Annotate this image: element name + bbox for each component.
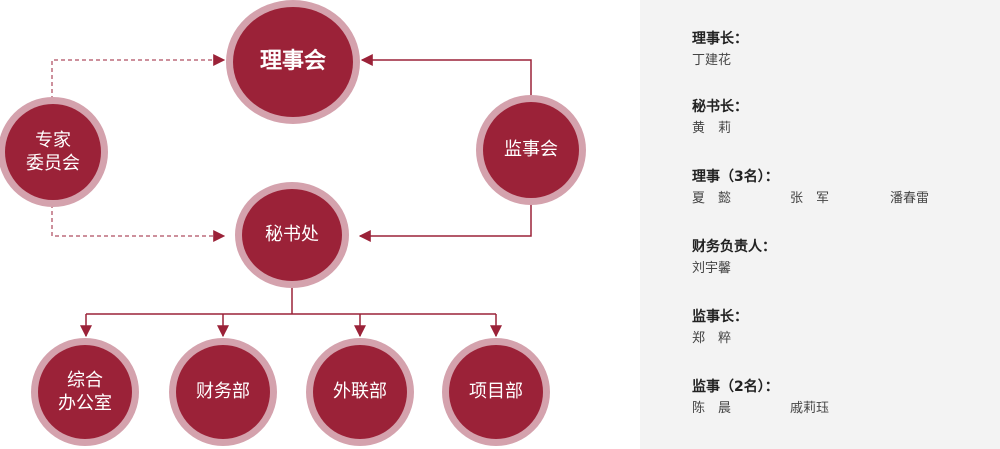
roster-group-chairman: 理事长： 丁建花: [692, 30, 748, 72]
node-liaison-department[interactable]: 外联部: [313, 345, 407, 439]
roster-title: 监事（2名）：: [692, 379, 779, 395]
node-expert-committee[interactable]: 专家 委员会: [5, 104, 101, 200]
roster-name: 戚莉珏: [790, 401, 830, 416]
roster-title: 理事（3名）：: [692, 169, 779, 185]
roster-group-directors: 理事（3名）： 夏 懿 张 军 潘春雷: [692, 168, 929, 210]
node-finance-department-label: 财务部: [196, 381, 250, 403]
roster-name: 夏 懿: [692, 191, 732, 206]
roster-panel: 理事长： 丁建花 秘书长： 黄 莉 理事（3名）： 夏 懿 张 军 潘春雷 财务…: [640, 0, 1000, 449]
node-secretariat-label: 秘书处: [265, 224, 319, 246]
node-board-of-supervisors[interactable]: 监事会: [483, 102, 579, 198]
node-finance-department[interactable]: 财务部: [176, 345, 270, 439]
roster-names: 丁建花: [692, 52, 748, 72]
org-chart-connectors: [51, 54, 532, 338]
roster-title: 监事长：: [692, 309, 748, 325]
roster-group-chief-supervisor: 监事长： 郑 粹: [692, 308, 748, 350]
roster-title: 理事长：: [692, 31, 748, 47]
roster-names: 郑 粹: [692, 330, 748, 350]
node-general-office-label: 综合 办公室: [58, 369, 112, 414]
roster-name: 郑 粹: [692, 331, 732, 346]
roster-name: 刘宇馨: [692, 261, 732, 276]
roster-group-supervisors: 监事（2名）： 陈 晨 戚莉珏: [692, 378, 829, 420]
roster-names: 刘宇馨: [692, 260, 776, 280]
node-council-label: 理事会: [259, 48, 326, 74]
node-secretariat[interactable]: 秘书处: [242, 189, 342, 281]
connector-experts-to-secretariat: [51, 204, 226, 242]
node-expert-committee-label: 专家 委员会: [26, 129, 80, 174]
org-chart: 理事会 专家 委员会 监事会 秘书处 综合 办公室 财务部 外联部 项目部: [5, 7, 579, 439]
roster-group-finance-officer: 财务负责人： 刘宇馨: [692, 238, 776, 280]
roster-names: 陈 晨 戚莉珏: [692, 400, 829, 420]
roster-name: 丁建花: [692, 53, 732, 68]
roster-group-secretary-general: 秘书长： 黄 莉: [692, 98, 748, 140]
connector-supervisors-to-council: [360, 54, 532, 96]
node-board-of-supervisors-label: 监事会: [504, 139, 558, 161]
node-liaison-department-label: 外联部: [333, 381, 387, 403]
roster-name: 黄 莉: [692, 121, 732, 136]
roster-name: 陈 晨: [692, 401, 732, 416]
roster-title: 秘书长：: [692, 99, 748, 115]
roster-names: 夏 懿 张 军 潘春雷: [692, 190, 929, 210]
roster-name: 潘春雷: [890, 191, 930, 206]
roster-name: 张 军: [790, 191, 830, 206]
node-project-department-label: 项目部: [469, 381, 523, 403]
node-project-department[interactable]: 项目部: [449, 345, 543, 439]
roster-names: 黄 莉: [692, 120, 748, 140]
node-council[interactable]: 理事会: [233, 7, 353, 117]
connector-supervisors-to-secretariat: [358, 204, 532, 242]
node-general-office[interactable]: 综合 办公室: [38, 345, 132, 439]
roster-title: 财务负责人：: [692, 239, 776, 255]
connector-experts-to-council: [51, 54, 226, 100]
